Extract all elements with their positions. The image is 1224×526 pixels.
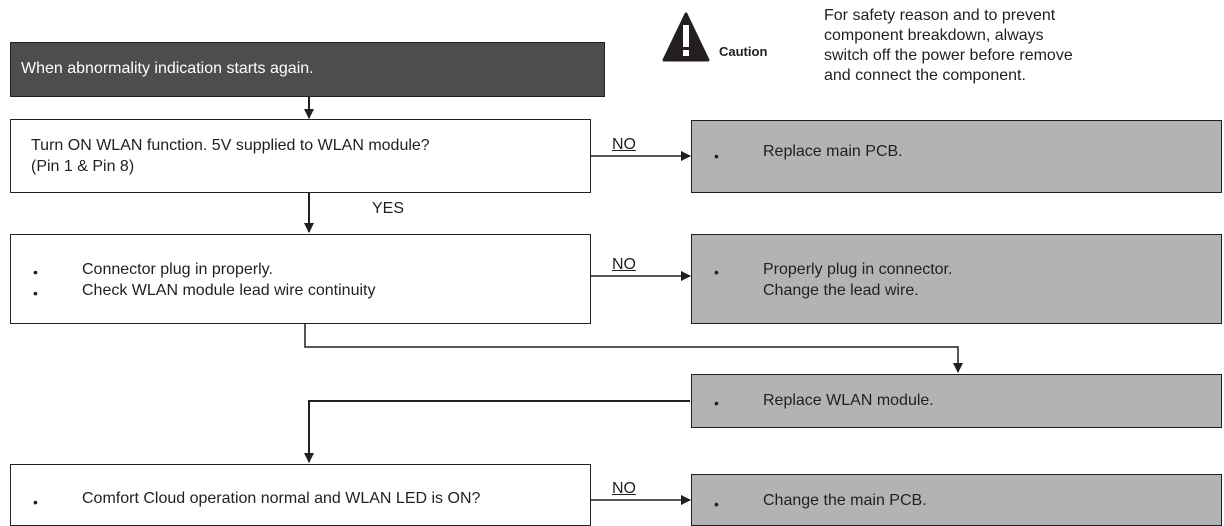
caution-word: Caution: [719, 44, 768, 59]
step3-box: • Comfort Cloud operation normal and WLA…: [10, 464, 591, 526]
caution-line: component breakdown, always: [824, 27, 1044, 44]
action-change-main-pcb: • Change the main PCB.: [691, 474, 1222, 526]
bullet: •: [33, 285, 38, 301]
action-plug-connector: • Properly plug in connector. Change the…: [691, 234, 1222, 324]
caution-note: For safety reason and to prevent compone…: [824, 6, 1214, 86]
step2-bullet: Connector plug in properly.: [82, 261, 273, 278]
bullet: •: [33, 494, 38, 510]
step2-box: • Connector plug in properly. • Check WL…: [10, 234, 591, 324]
caution-line: For safety reason and to prevent: [824, 7, 1056, 24]
action-text: Change the main PCB.: [763, 492, 927, 509]
no-label: NO: [612, 136, 636, 153]
action-text: Change the lead wire.: [763, 282, 919, 299]
step1-line: Turn ON WLAN function. 5V supplied to WL…: [31, 137, 430, 154]
arrow-replace-wlan-to-step3: [304, 400, 690, 463]
yes-label: YES: [372, 200, 405, 217]
caution-triangle-icon: [662, 12, 710, 62]
no-label: NO: [612, 480, 636, 497]
action-text: Replace main PCB.: [763, 143, 903, 160]
step3-bullet: Comfort Cloud operation normal and WLAN …: [82, 490, 481, 507]
arrow-step2-to-replace-wlan: [304, 324, 963, 373]
action-text: Properly plug in connector.: [763, 261, 953, 278]
step1-box: Turn ON WLAN function. 5V supplied to WL…: [10, 119, 591, 193]
no-label: NO: [612, 256, 636, 273]
step2-bullet: Check WLAN module lead wire continuity: [82, 282, 376, 299]
action-text: Replace WLAN module.: [763, 392, 934, 409]
caution-line: and connect the component.: [824, 67, 1026, 84]
action-replace-main-pcb: • Replace main PCB.: [691, 120, 1222, 193]
start-box: When abnormality indication starts again…: [10, 42, 605, 97]
bullet: •: [714, 395, 719, 411]
start-text: When abnormality indication starts again…: [21, 60, 314, 77]
action-replace-wlan-module: • Replace WLAN module.: [691, 374, 1222, 428]
step1-line: (Pin 1 & Pin 8): [31, 158, 135, 175]
bullet: •: [33, 264, 38, 280]
bullet: •: [714, 496, 719, 512]
bullet: •: [714, 264, 719, 280]
bullet: •: [714, 148, 719, 164]
caution-line: switch off the power before remove: [824, 47, 1073, 64]
